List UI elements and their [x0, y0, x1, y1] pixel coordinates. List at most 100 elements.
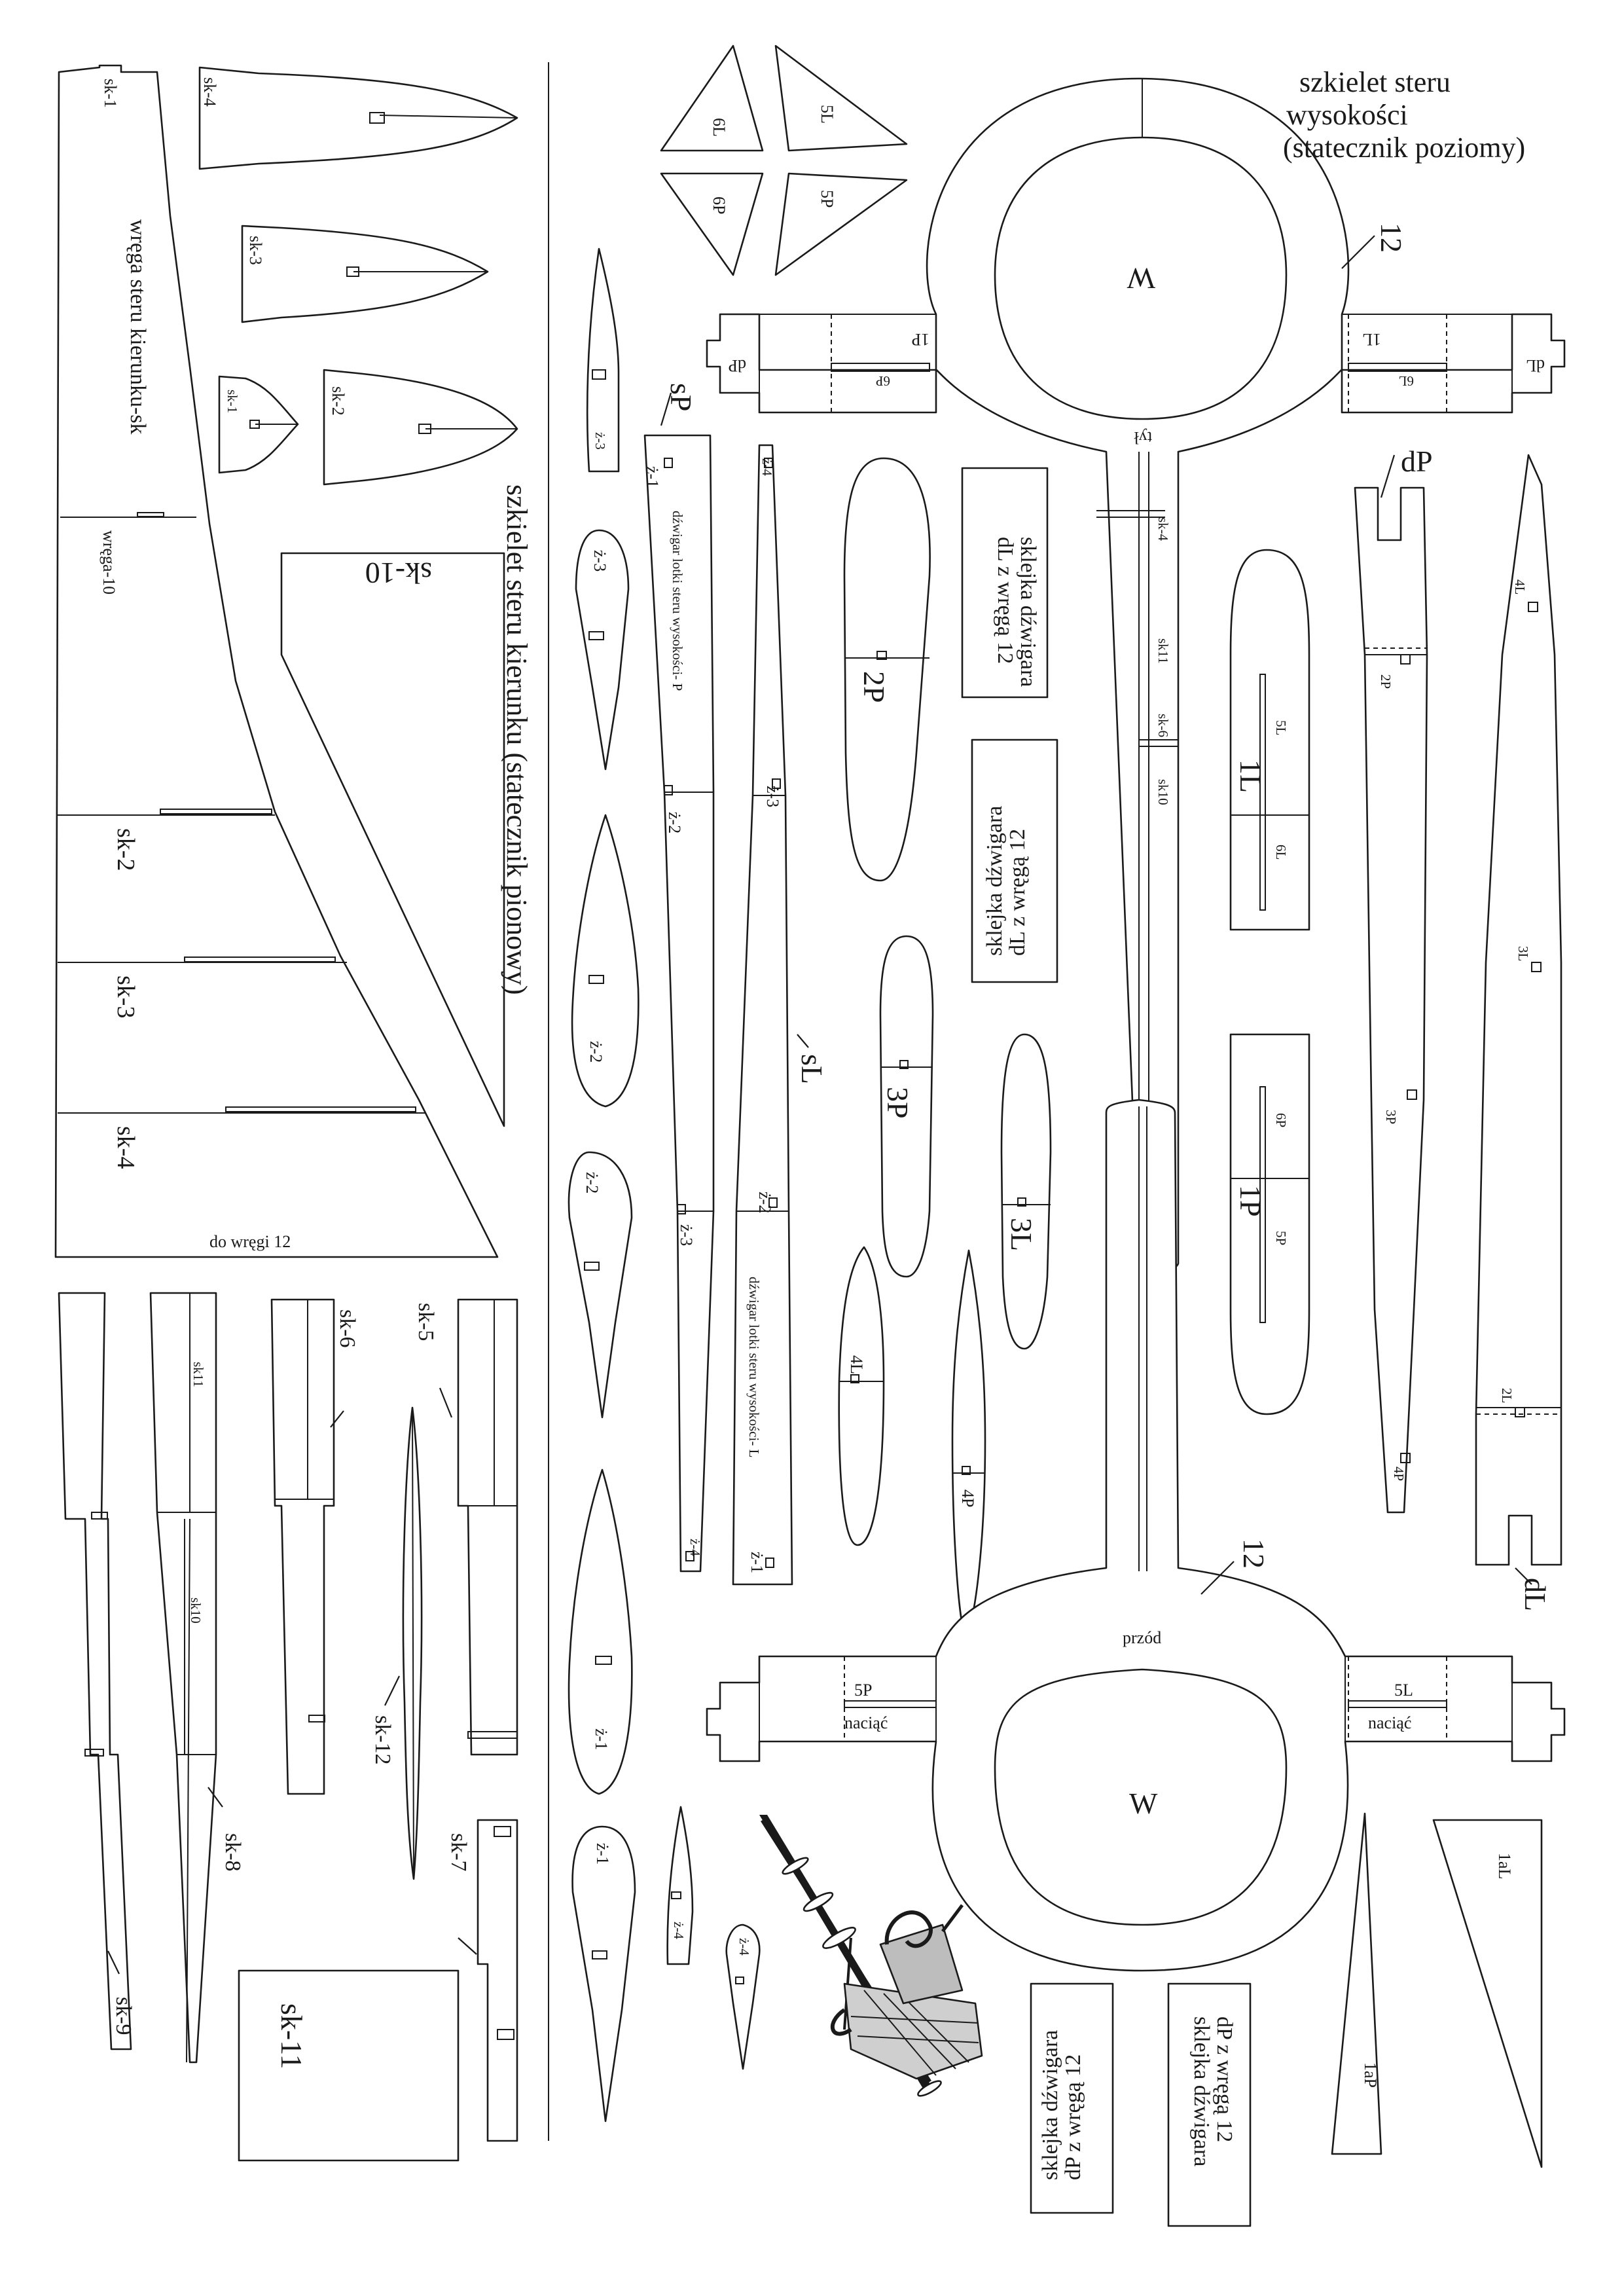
plywood-dL-upper: [961, 467, 1049, 699]
svg-text:dP z wręgą 12: dP z wręgą 12: [1061, 2054, 1085, 2180]
svg-text:W: W: [1127, 262, 1155, 295]
dL-spar-outline: [1475, 454, 1562, 1566]
svg-text:6L: 6L: [710, 118, 729, 137]
plywood-plates-upper: sklejka dźwigara dL z wręgą 12 sklejka d…: [961, 467, 1058, 983]
z3-rib-top: [586, 247, 620, 473]
sk10-part: sk-10 szkielet steru kierunku (stateczni…: [280, 484, 533, 1127]
svg-text:sklejka dźwigara: sklejka dźwigara: [1189, 2016, 1214, 2166]
sk7-strip: [477, 1819, 518, 2142]
svg-text:ż-2: ż-2: [583, 1172, 602, 1194]
horizontal-title-2: wysokości: [1286, 99, 1408, 131]
svg-text:5L: 5L: [818, 105, 837, 124]
svg-text:ż-3: ż-3: [677, 1224, 696, 1246]
sL-label: sL: [795, 1054, 829, 1084]
svg-text:sklejka dźwigara: sklejka dźwigara: [1016, 537, 1040, 687]
svg-text:4P: 4P: [958, 1489, 977, 1507]
sk2-label: sk-2: [112, 828, 139, 871]
svg-text:dL: dL: [1526, 356, 1545, 375]
svg-text:ż-2: ż-2: [586, 1041, 605, 1063]
triangle-6L: [660, 45, 764, 152]
svg-text:ż-1: ż-1: [593, 1843, 612, 1865]
svg-text:sklejka dźwigara: sklejka dźwigara: [983, 806, 1007, 956]
plywood-plates-lower: sklejka dźwigara dP z wręgą 12 sklejka d…: [1030, 1982, 1252, 2227]
svg-text:sk-9: sk-9: [111, 1997, 135, 2035]
oval-1L: [1229, 549, 1310, 931]
triangle-5P: [774, 172, 908, 276]
svg-text:sk-6: sk-6: [1155, 714, 1171, 737]
svg-text:sk-12: sk-12: [370, 1715, 395, 1765]
sk4-label: sk-4: [112, 1126, 139, 1169]
svg-text:sk10: sk10: [1155, 779, 1171, 805]
oval-3L: [1000, 1033, 1052, 1350]
sk1-label: sk-1: [101, 79, 120, 108]
sk8-strip: [149, 1292, 217, 2064]
triangle-1aP: [1331, 1812, 1382, 2155]
svg-text:W: W: [1129, 1787, 1158, 1820]
rib-plates-1: 1L 5L 6L 1P 6P 5P: [1229, 549, 1310, 1415]
svg-text:6P: 6P: [1273, 1113, 1289, 1127]
svg-text:sk-11: sk-11: [275, 2003, 308, 2069]
horizontal-title-1: szkielet steru: [1299, 66, 1451, 98]
z2-rib-b: [568, 1151, 633, 1419]
svg-text:1P: 1P: [1234, 1185, 1267, 1217]
dL-label: dL: [1519, 1578, 1552, 1611]
svg-text:ż-1: ż-1: [643, 466, 662, 488]
svg-text:ż-2: ż-2: [755, 1192, 774, 1213]
svg-text:sk-6: sk-6: [335, 1309, 359, 1348]
svg-text:ż-1: ż-1: [592, 1728, 611, 1750]
rudder-rib-profiles: sk-4 sk-3 sk-1 sk-2: [198, 66, 518, 486]
vertical-stabilizer-group: sk-1 wręga steru kierunku-sk wręga-10 sk…: [54, 64, 499, 1258]
svg-text:3P: 3P: [881, 1087, 914, 1119]
oval-2P: [843, 457, 931, 882]
svg-text:3L: 3L: [1515, 946, 1531, 961]
svg-text:ż-4: ż-4: [687, 1539, 703, 1556]
svg-text:ż-2: ż-2: [665, 812, 684, 833]
z2-rib-a: [571, 814, 640, 1108]
svg-text:ż-3: ż-3: [592, 432, 608, 450]
sk3-rib: [241, 225, 489, 323]
spar-strips-left: sk-9 sk11 sk10 sk-8 sk-6 sk-12 sk-5: [58, 1292, 518, 2162]
svg-text:5P: 5P: [854, 1681, 872, 1700]
svg-text:2P: 2P: [857, 671, 891, 703]
triangle-5L: [774, 45, 908, 152]
svg-text:dL z wręgą 12: dL z wręgą 12: [993, 537, 1017, 664]
svg-text:tył: tył: [1134, 428, 1152, 447]
svg-text:1L: 1L: [1362, 330, 1381, 349]
triangle-1aL: [1432, 1819, 1543, 2168]
oval-1P: [1229, 1033, 1310, 1415]
svg-text:2P: 2P: [1378, 674, 1394, 689]
rear-ring-frame: [706, 77, 1566, 1272]
elevator-spar-L: [732, 444, 793, 1586]
svg-text:6P: 6P: [876, 373, 890, 389]
sk4-rib: [198, 66, 518, 170]
sk6-strip: [270, 1298, 335, 1795]
front-W-inner: [994, 1668, 1288, 1926]
oval-4P: [951, 1249, 986, 1638]
svg-text:5L: 5L: [1273, 720, 1289, 735]
svg-text:sk11: sk11: [190, 1362, 206, 1387]
svg-text:ż-1: ż-1: [748, 1552, 767, 1573]
svg-text:sk11: sk11: [1155, 638, 1171, 664]
triangles-bottom-right: 1aL 1aP: [1331, 1812, 1543, 2168]
svg-text:3P: 3P: [1383, 1110, 1399, 1124]
z4-rib-a: [666, 1806, 694, 1965]
svg-text:sk-4: sk-4: [200, 77, 219, 107]
svg-text:3L: 3L: [1005, 1218, 1038, 1251]
elevator-spar-P: [643, 434, 715, 1573]
svg-text:dźwigar lotki steru wysokości-: dźwigar lotki steru wysokości- P: [670, 511, 685, 691]
svg-text:dźwigar lotki steru wysokości-: dźwigar lotki steru wysokości- L: [746, 1277, 762, 1457]
plywood-dL-lower: [971, 738, 1058, 983]
svg-text:sk-10: sk-10: [365, 556, 432, 590]
z1-rib-b: [571, 1825, 636, 2123]
triangle-6P: [660, 172, 764, 276]
do-wregi12-label: do wręgi 12: [209, 1232, 291, 1251]
svg-text:ż-4: ż-4: [671, 1922, 687, 1939]
svg-text:dP: dP: [729, 356, 746, 375]
sk3-label: sk-3: [112, 975, 139, 1018]
horizontal-stabilizer-rear: W 1P dP 6P 1L dL 6L tył sk-4 sk11 sk-6 s…: [706, 66, 1566, 1272]
svg-text:4P: 4P: [1391, 1467, 1407, 1481]
svg-text:sk-7: sk-7: [446, 1833, 471, 1872]
svg-text:ż-3: ż-3: [590, 550, 609, 572]
ovals-center: 2P 3P 4L 4P 3L: [838, 457, 1052, 1638]
